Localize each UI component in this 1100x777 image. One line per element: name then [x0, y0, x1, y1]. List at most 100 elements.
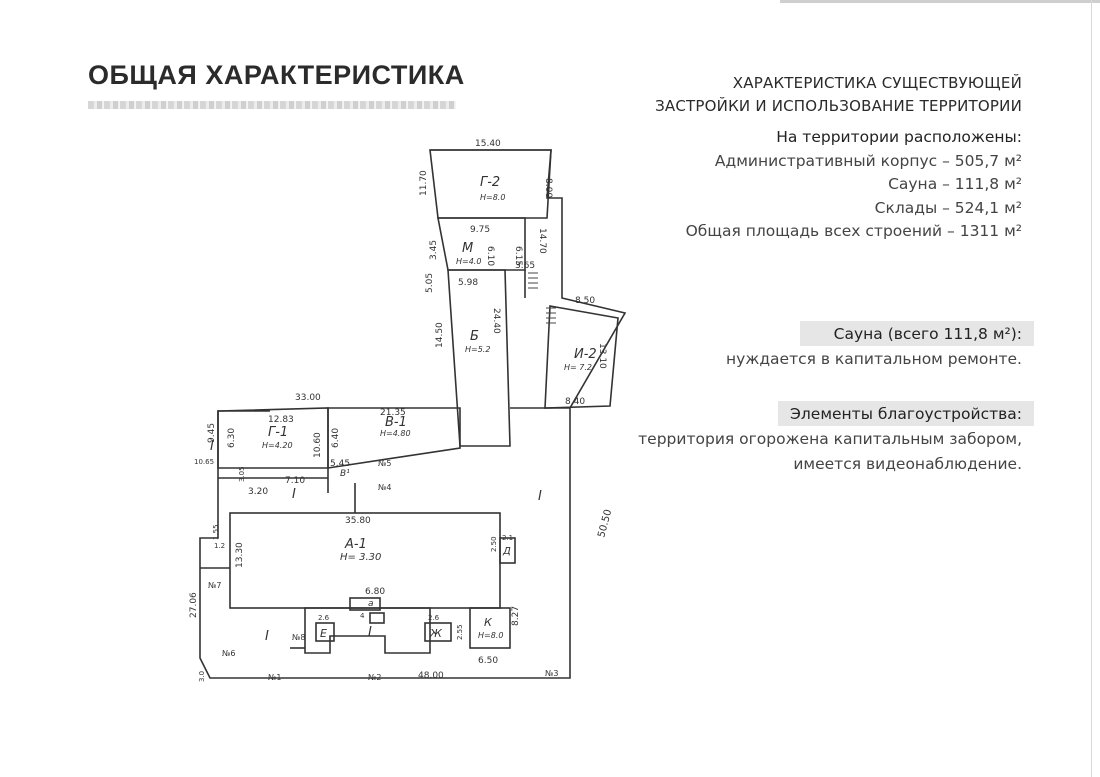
label-a1-height: Н= 3.30	[340, 552, 381, 563]
dim: 6.50	[478, 656, 498, 666]
dim: 12.83	[268, 415, 294, 425]
label-g2: Г-2	[480, 175, 500, 190]
scan-edge	[1091, 0, 1092, 777]
label-g1: Г-1	[268, 425, 288, 440]
dim: 14.50	[435, 322, 445, 348]
dim: 6.40	[331, 428, 341, 448]
section-heading: ХАРАКТЕРИСТИКА СУЩЕСТВУЮЩЕЙ ЗАСТРОЙКИ И …	[655, 72, 1022, 118]
marker: №8	[292, 633, 305, 642]
room-e	[315, 622, 335, 642]
dim: 11.70	[419, 170, 429, 196]
dim: 8.40	[565, 397, 585, 407]
dim: 6.15	[513, 246, 523, 266]
building-v1	[327, 407, 461, 469]
building-item: Склады – 524,1 м²	[874, 198, 1022, 217]
section-heading-line: ЗАСТРОЙКИ И ИСПОЛЬЗОВАНИЕ ТЕРРИТОРИИ	[655, 97, 1022, 115]
label-yard: I	[538, 489, 542, 504]
dim: 50.50	[596, 508, 614, 539]
sauna-block: Сауна (всего 111,8 м²): нуждается в капи…	[726, 322, 1022, 372]
label-b-height: Н=5.2	[465, 345, 490, 354]
marker: №6	[222, 649, 235, 658]
label-k-height: Н=8.0	[478, 631, 503, 640]
label-m-height: Н=4.0	[456, 257, 481, 266]
amenities-block: Элементы благоустройства: территория ого…	[638, 402, 1022, 477]
label-d: Д	[502, 546, 511, 557]
amenities-lead: Элементы благоустройства:	[790, 405, 1022, 423]
title-underline	[88, 101, 456, 109]
dim: 9.45	[207, 423, 217, 443]
dim: 6.10	[485, 246, 495, 266]
building-b	[447, 269, 511, 447]
dim: 9.75	[470, 225, 490, 235]
building-item: Сауна – 111,8 м²	[888, 175, 1022, 193]
dim: 8.50	[575, 296, 595, 306]
dim: 3.0	[198, 671, 206, 682]
dim: 5.05	[425, 273, 435, 293]
dim: 1.55	[212, 524, 220, 540]
dim: 13.10	[597, 343, 607, 369]
building-item: Административный корпус – 505,7 м²	[714, 151, 1022, 170]
dim: 2.6	[428, 614, 440, 622]
label-e: Е	[320, 627, 327, 640]
dim: 3.20	[248, 487, 268, 497]
dim: 48.00	[418, 671, 444, 681]
sauna-lead: Сауна (всего 111,8 м²):	[833, 325, 1022, 343]
dim: 24.40	[491, 308, 501, 334]
dim: 27.06	[189, 592, 199, 618]
dim: 5.98	[458, 278, 478, 288]
dim: 2.55	[456, 624, 464, 640]
site-boundary	[199, 149, 627, 679]
amenities-line: имеется видеонаблюдение.	[793, 455, 1022, 473]
building-item: Общая площадь всех строений – 1311 м²	[685, 222, 1022, 240]
label-v1-height: Н=4.80	[380, 429, 411, 438]
label-m: М	[462, 241, 473, 256]
dim: 7.10	[285, 476, 305, 486]
highlight-bar	[778, 401, 1034, 426]
dim: 2.50	[490, 536, 498, 552]
dim: 1.2	[214, 542, 225, 550]
dim: 3.05	[238, 466, 246, 482]
label-yard: I	[292, 487, 296, 502]
dim: 6.80	[365, 587, 385, 597]
buildings-list: На территории расположены: Административ…	[686, 126, 1022, 244]
marker: №1	[268, 673, 281, 682]
label-i2-height: Н= 7.2	[564, 363, 592, 372]
building-g2	[429, 149, 552, 219]
section-heading-line: ХАРАКТЕРИСТИКА СУЩЕСТВУЮЩЕЙ	[732, 74, 1022, 92]
site-plan: Г-2 Н=8.0 М Н=4.0 Б Н=5.2 И-2 Н= 7.2 Г-1…	[189, 139, 627, 682]
scan-edge	[780, 0, 1100, 3]
label-g2-height: Н=8.0	[480, 193, 505, 202]
dim: 33.00	[295, 393, 321, 403]
dim: 14.70	[537, 228, 547, 254]
dim: 35.80	[345, 516, 371, 526]
building-k	[469, 607, 511, 649]
label-a: а	[368, 599, 374, 609]
label-g1-height: Н=4.20	[262, 441, 293, 450]
page-title: ОБЩАЯ ХАРАКТЕРИСТИКА	[88, 60, 465, 90]
dim: 21.35	[380, 408, 406, 418]
label-zh: Ж	[429, 627, 443, 640]
room-zh	[424, 622, 452, 642]
dim: 6.30	[227, 428, 237, 448]
label-v1: В-1	[385, 415, 407, 430]
sauna-text: нуждается в капитальном ремонте.	[726, 350, 1022, 368]
label-i2: И-2	[574, 347, 597, 362]
label-b: Б	[470, 329, 479, 344]
marker: №2	[368, 673, 381, 682]
buildings-lead: На территории расположены:	[776, 128, 1022, 146]
marker: №7	[208, 581, 221, 590]
amenities-line: территория огорожена капитальным забором…	[638, 430, 1022, 448]
label-v1-small: В¹	[340, 469, 350, 479]
dim: 3.65	[515, 261, 535, 271]
marker: №4	[378, 483, 391, 492]
highlight-bar	[800, 321, 1034, 346]
dim: 10.65	[194, 458, 214, 466]
dim: 3.45	[429, 240, 439, 260]
label-k: К	[484, 616, 493, 629]
dim: 10.60	[313, 432, 323, 458]
dim: 15.40	[475, 139, 501, 149]
marker: №5	[378, 459, 391, 468]
label-a1: А-1	[344, 537, 367, 552]
label-yard: I	[368, 625, 372, 640]
dim: 2.6	[318, 614, 330, 622]
